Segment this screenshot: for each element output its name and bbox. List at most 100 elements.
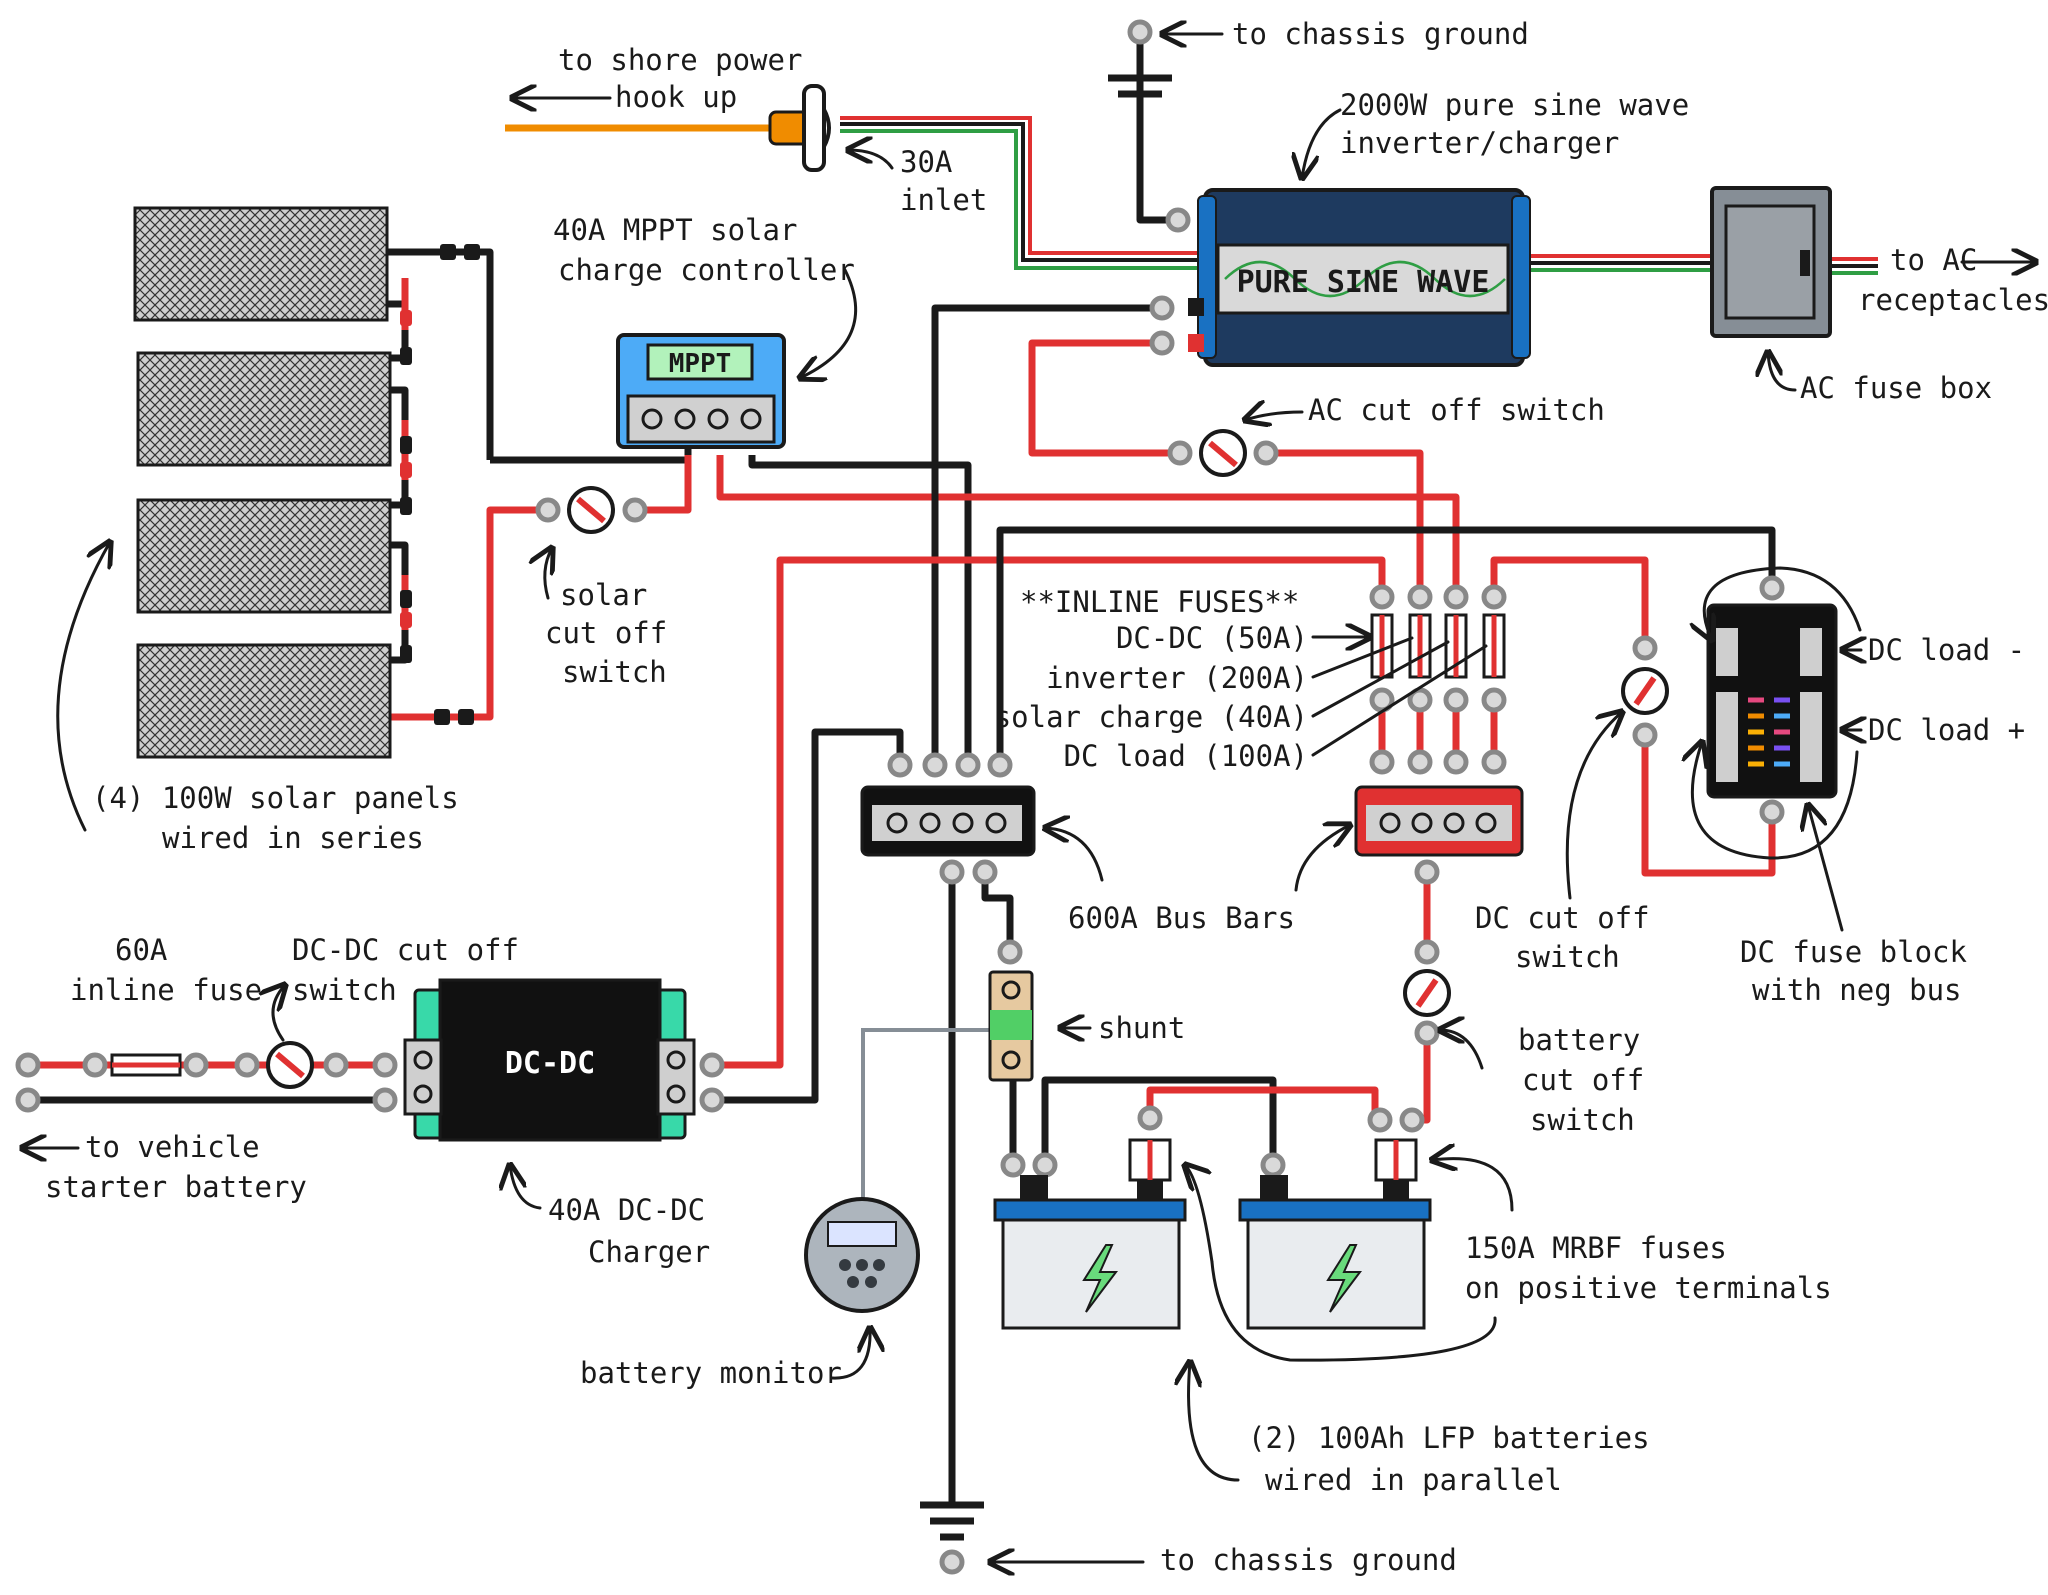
- dcdc-out-pos-terminal: [699, 1052, 725, 1078]
- ground-symbol-icon: [1108, 19, 1172, 98]
- chassis-ground-bottom-label: to chassis ground: [1160, 1543, 1457, 1577]
- inverter-ground-wire: [1136, 35, 1178, 224]
- dcdc-charger-label-2: Charger: [588, 1235, 710, 1269]
- inlet-label-2: inlet: [900, 183, 987, 217]
- monitor-wire: [861, 1028, 990, 1210]
- solar-panels-label-2: wired in series: [162, 821, 424, 855]
- dc-fuse-block-label-1: DC fuse block: [1740, 935, 1968, 969]
- inverter-neg-wire: [931, 304, 1162, 765]
- labels: to shore power hook up 30A inlet to chas…: [45, 17, 2048, 1577]
- battery1-neg-terminal: [1000, 1152, 1026, 1178]
- vehicle-terminals: [15, 1052, 41, 1113]
- ac-switch-to-fuse: [1266, 449, 1424, 595]
- solar-panel-icon: [136, 351, 392, 467]
- ac-cutoff-switch-icon: [1167, 429, 1279, 477]
- fuse-icon: [1481, 584, 1507, 775]
- battery-monitor-icon: [804, 1197, 920, 1313]
- bus-bar-icon: [860, 752, 1036, 885]
- mppt-label-1: 40A MPPT solar: [553, 213, 797, 247]
- dc-load-fuse-to-switch: [1490, 556, 1649, 648]
- dcdc-cut-off-label-1: DC-DC cut off: [292, 933, 519, 967]
- ground-symbol-icon: [920, 1501, 984, 1575]
- inline-fuse-label-dcdc: DC-DC (50A): [1116, 621, 1308, 655]
- lfp-batteries-label-1: (2) 100Ah LFP batteries: [1248, 1421, 1650, 1455]
- dcdc-neg-out: [713, 728, 904, 1104]
- annotation-arrows: [22, 34, 2036, 1562]
- battery2-neg-terminal: [1260, 1152, 1286, 1178]
- solar-cutoff-switch-icon: [535, 486, 648, 534]
- battery1-pos-terminal: [1137, 1105, 1163, 1131]
- battery-monitor-label: battery monitor: [580, 1356, 842, 1390]
- inverter-label-2: inverter/charger: [1340, 126, 1619, 160]
- solar-panel-icon: [133, 206, 389, 322]
- dcdc-cut-off-label-2: switch: [292, 973, 397, 1007]
- mrbf-label-1: 150A MRBF fuses: [1465, 1231, 1727, 1265]
- inline-fuse-60-label-1: 60A: [115, 933, 167, 967]
- dcdc-label: DC-DC: [505, 1046, 595, 1081]
- solar-panel-icon: [136, 498, 392, 614]
- battery1-neg-terminal-2: [1032, 1152, 1058, 1178]
- battery-parallel-neg: [1041, 1076, 1277, 1165]
- bolt-icon: [1082, 1244, 1118, 1313]
- dc-cut-off-label-2: switch: [1515, 940, 1620, 974]
- dc-fuse-block-icon: [1706, 575, 1838, 825]
- lfp-batteries-label-2: wired in parallel: [1265, 1463, 1562, 1497]
- inlet-label-1: 30A: [900, 145, 952, 179]
- dc-load-pos-label: DC load +: [1868, 713, 2025, 747]
- battery2-pos-terminal-2: [1399, 1107, 1425, 1133]
- ac-receptacles-label-2: receptacles: [1858, 283, 2048, 317]
- inline-fuse-60-label-2: inline fuse: [70, 973, 262, 1007]
- solar-cut-off-label-2: cut off: [545, 616, 667, 650]
- inline-fuse-60-icon: [82, 1052, 209, 1078]
- battery-icon: [993, 1138, 1187, 1330]
- solar-switch-to-mppt: [635, 455, 692, 514]
- dc-load-neg-label: DC load -: [1868, 633, 2025, 667]
- dcdc-in-neg-terminal: [372, 1087, 398, 1113]
- mppt-neg-out: [748, 455, 972, 765]
- fuse-icon: [1407, 584, 1433, 775]
- mppt-label-2: charge controller: [558, 253, 855, 287]
- mppt-icon: MPPT: [616, 333, 786, 449]
- dc-cutoff-switch-icon: [1621, 635, 1669, 748]
- solar-panel-icon: [136, 643, 392, 759]
- inverter-ground-terminal: [1165, 207, 1191, 233]
- inline-fuse-label-inverter: inverter (200A): [1046, 661, 1308, 695]
- inline-fuses: [1369, 584, 1507, 775]
- battery-cut-off-label-1: battery: [1518, 1023, 1640, 1057]
- dc-load-neg-wire: [996, 526, 1776, 765]
- solar-cut-off-label-3: switch: [562, 655, 667, 689]
- ac-receptacles-label-1: to AC: [1890, 243, 1977, 277]
- fuse-box-icon: [1710, 186, 1832, 338]
- vehicle-battery-label-1: to vehicle: [85, 1130, 260, 1164]
- battery-cut-off-label-2: cut off: [1522, 1063, 1644, 1097]
- battery-parallel-pos: [1146, 1086, 1379, 1120]
- battery2-pos-terminal: [1367, 1107, 1393, 1133]
- inverter-display: PURE SINE WAVE: [1237, 265, 1490, 300]
- battery-cutoff-switch-icon: [1403, 939, 1451, 1046]
- dc-cut-off-label-1: DC cut off: [1475, 901, 1650, 935]
- dc-fuse-block-label-2: with neg bus: [1752, 973, 1962, 1007]
- inline-fuses-title: **INLINE FUSES**: [1020, 585, 1299, 619]
- inverter-icon: PURE SINE WAVE: [1188, 188, 1531, 367]
- dcdc-cutoff-switch-icon: [234, 1041, 349, 1089]
- vehicle-battery-label-2: starter battery: [45, 1170, 307, 1204]
- solar-series-wire-1: [388, 300, 409, 362]
- bolt-icon: [1326, 1244, 1362, 1313]
- neg-bus-to-shunt: [981, 872, 1014, 952]
- ac-input-wire: [840, 116, 1205, 270]
- solar-series-wire-neg: [385, 248, 494, 460]
- mppt-pos-out: [716, 455, 1460, 595]
- ac-cut-off-label: AC cut off switch: [1308, 393, 1605, 427]
- dc-switch-to-fuse-block: [1641, 735, 1776, 877]
- mppt-display: MPPT: [669, 349, 732, 379]
- solar-cut-off-label-1: solar: [560, 578, 647, 612]
- shunt-icon: [988, 939, 1034, 1082]
- shore-power-label-2: hook up: [615, 80, 737, 114]
- chassis-ground-top-label: to chassis ground: [1232, 17, 1529, 51]
- solar-panels: [133, 206, 480, 759]
- shore-power-label-1: to shore power: [558, 43, 802, 77]
- ac-receptacle-wire: [1830, 257, 1878, 275]
- switch-to-battery: [1412, 1033, 1431, 1124]
- shunt-label: shunt: [1098, 1011, 1185, 1045]
